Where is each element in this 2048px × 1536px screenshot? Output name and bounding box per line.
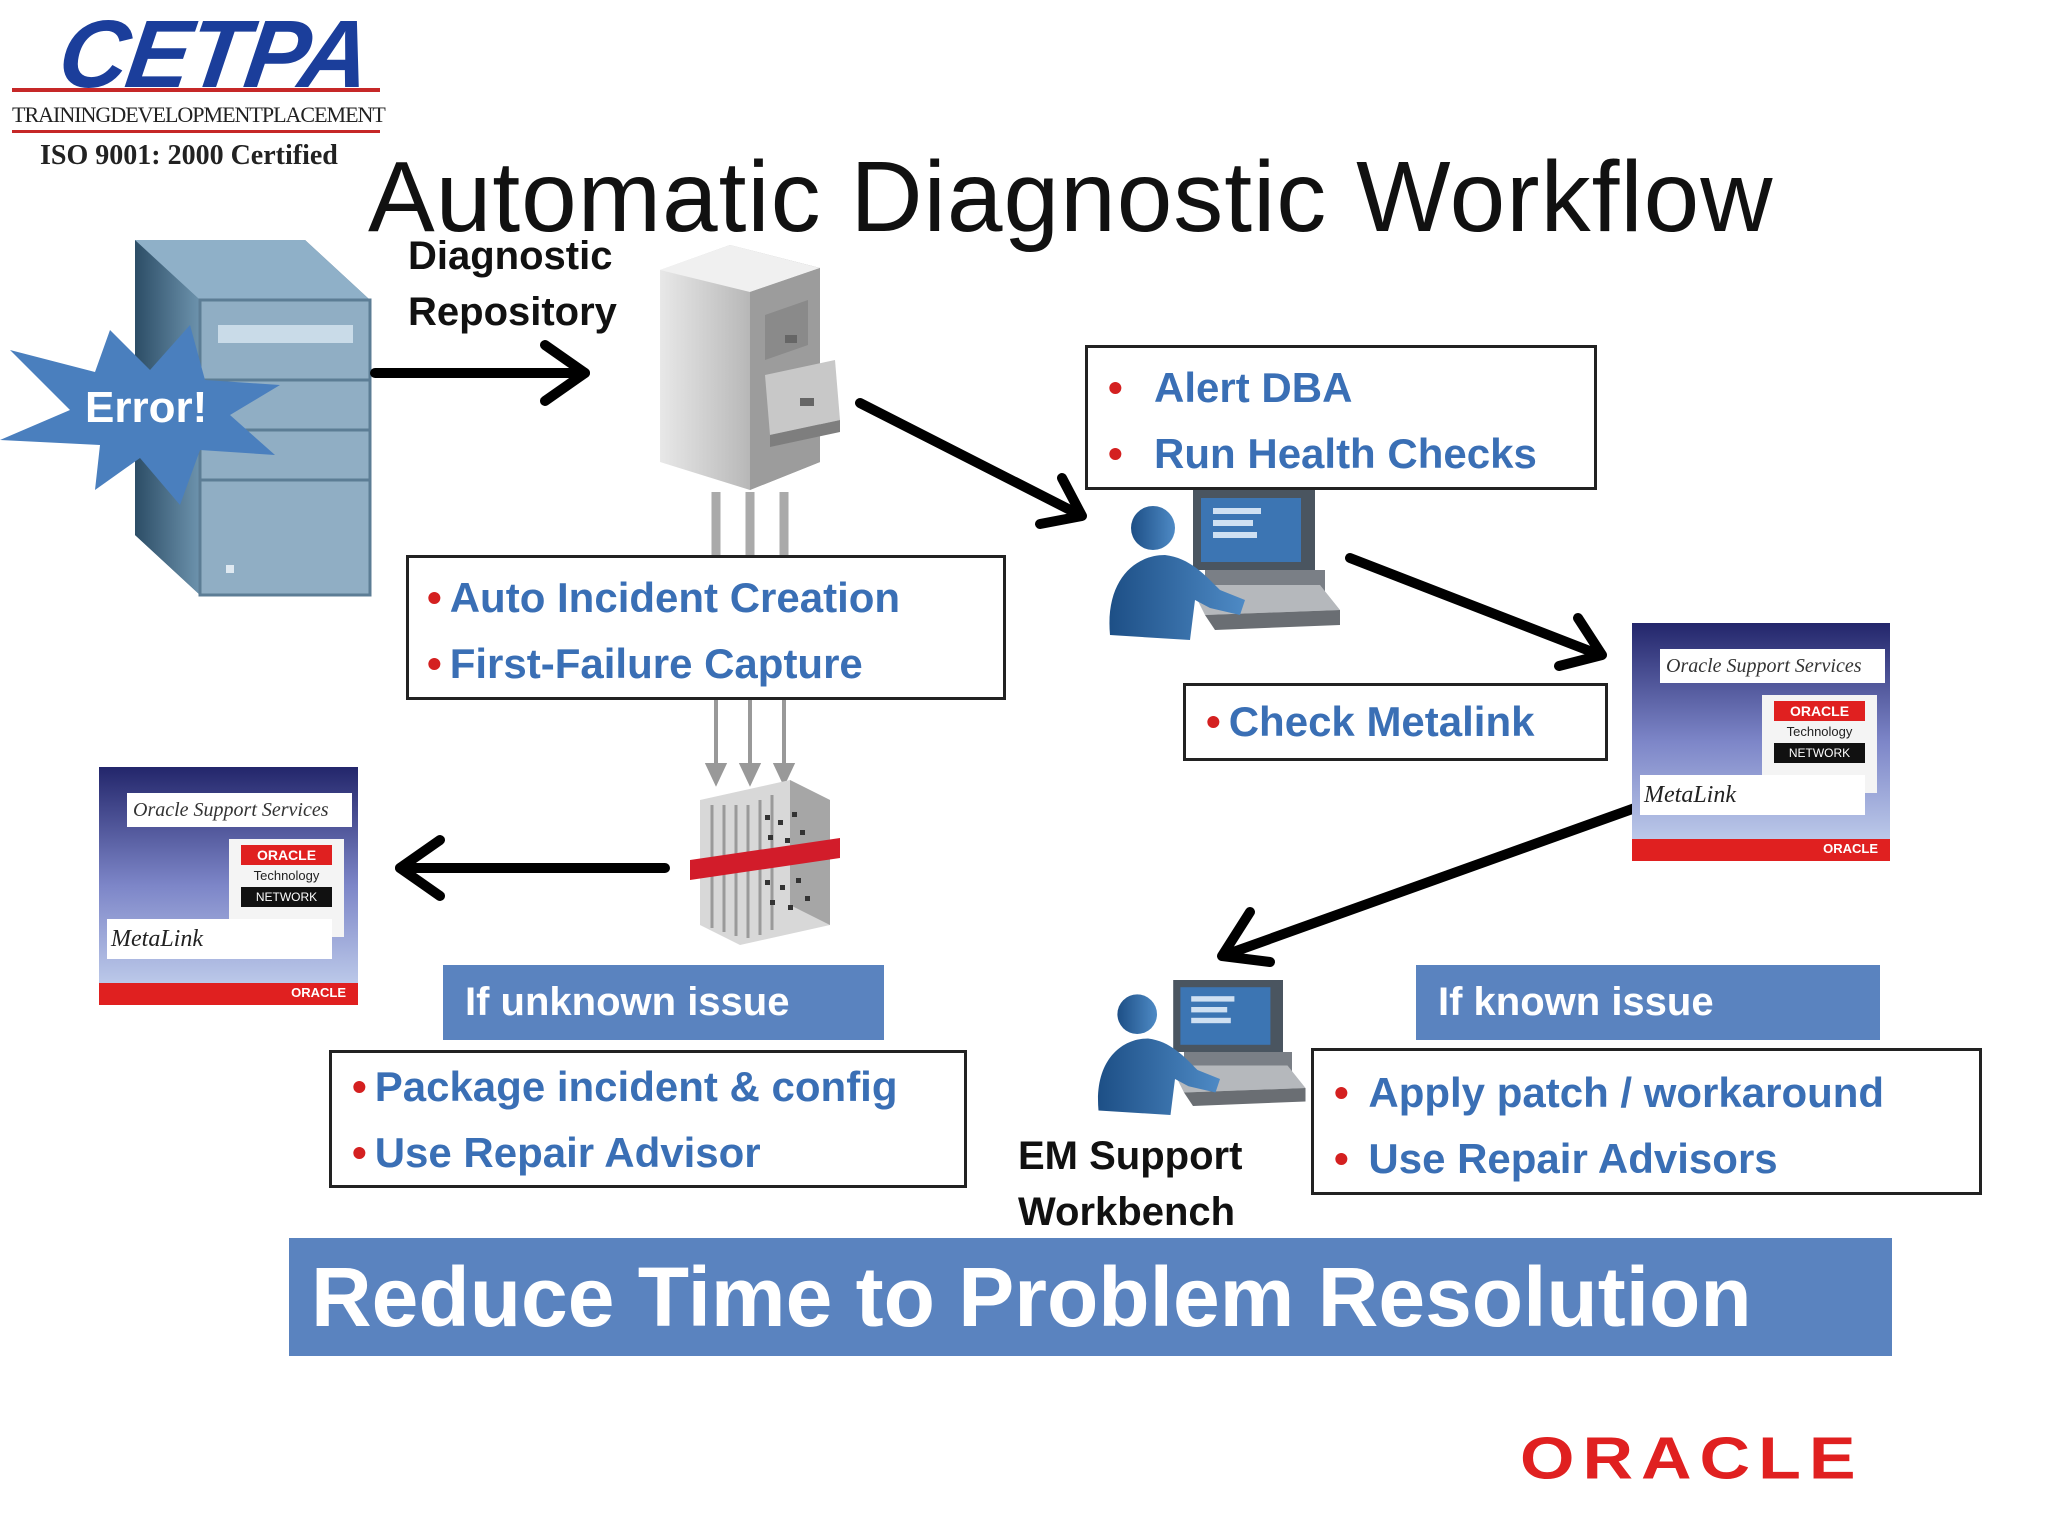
known-issue-item-text: Apply patch / workaround — [1368, 1069, 1885, 1116]
workbench-label: EM Support Workbench — [1018, 1128, 1242, 1240]
known-issue-box: • Apply patch / workaround • Use Repair … — [1311, 1048, 1982, 1195]
card-footer-text: ORACLE — [1823, 841, 1878, 856]
error-label: Error! — [85, 383, 208, 432]
logo-divider-bottom — [12, 130, 380, 133]
repository-label: Diagnostic Repository — [408, 228, 617, 340]
unknown-issue-heading: If unknown issue — [443, 965, 884, 1040]
card-line2: NETWORK — [1774, 743, 1865, 763]
bullet-icon: • — [1334, 1135, 1361, 1182]
repository-connectors — [711, 492, 789, 557]
metalink-card-left: Oracle Support Services ORACLE Technolog… — [99, 767, 358, 1005]
alert-item-text: Alert DBA — [1154, 364, 1353, 411]
arrow-repository-to-dba — [855, 398, 1087, 529]
card-brand: ORACLE — [241, 845, 332, 865]
known-issue-item-text: Use Repair Advisors — [1368, 1135, 1778, 1182]
card-footer-text: ORACLE — [291, 985, 346, 1000]
card-header: Oracle Support Services — [127, 793, 352, 827]
logo-certification: ISO 9001: 2000 Certified — [40, 140, 338, 171]
unknown-issue-item: •Package incident & config — [352, 1063, 898, 1111]
error-burst-icon — [0, 325, 280, 505]
workbench-label-line1: EM Support — [1018, 1134, 1243, 1178]
card-line1: Technology — [1786, 724, 1853, 739]
card-brand: ORACLE — [1774, 701, 1865, 721]
repository-label-line1: Diagnostic — [408, 234, 613, 278]
known-issue-item: • Apply patch / workaround — [1334, 1069, 1884, 1117]
metalink-item: •Check Metalink — [1206, 698, 1535, 746]
unknown-issue-item: •Use Repair Advisor — [352, 1129, 761, 1177]
dba-workstation-icon — [1109, 490, 1340, 640]
oracle-logo: ORACLE — [1520, 1424, 1864, 1492]
unknown-issue-item-text: Package incident & config — [374, 1063, 898, 1110]
alert-item: • Alert DBA — [1108, 364, 1352, 412]
card-line1: Technology — [253, 868, 320, 883]
bullet-icon: • — [427, 640, 442, 687]
resolution-banner: Reduce Time to Problem Resolution — [289, 1238, 1892, 1356]
card-header: Oracle Support Services — [1660, 649, 1885, 683]
arrow-metalink-to-workbench — [1217, 803, 1640, 967]
alert-box: • Alert DBA • Run Health Checks — [1085, 345, 1597, 490]
card-product: MetaLink — [1640, 775, 1865, 815]
incident-connectors — [704, 700, 796, 787]
metalink-card-right: Oracle Support Services ORACLE Technolog… — [1632, 623, 1890, 861]
arrow-dba-to-metalink — [1345, 553, 1607, 671]
card-product: MetaLink — [107, 919, 332, 959]
logo-divider — [12, 88, 380, 92]
bullet-icon: • — [1334, 1069, 1361, 1116]
cetpa-logo: CETPA — [52, 1, 376, 108]
arrow-to-unknown-metalink — [395, 835, 670, 901]
bullet-icon: • — [1108, 364, 1147, 411]
unknown-issue-box: •Package incident & config •Use Repair A… — [329, 1050, 967, 1188]
incident-item-text: Auto Incident Creation — [449, 574, 901, 621]
known-issue-heading: If known issue — [1416, 965, 1880, 1040]
bullet-icon: • — [352, 1063, 367, 1110]
bullet-icon: • — [352, 1129, 367, 1176]
unknown-issue-item-text: Use Repair Advisor — [374, 1129, 761, 1176]
incident-item: •Auto Incident Creation — [427, 574, 900, 622]
workbench-label-line2: Workbench — [1018, 1190, 1236, 1234]
alert-item: • Run Health Checks — [1108, 430, 1537, 478]
alert-item-text: Run Health Checks — [1154, 430, 1537, 477]
metalink-box: •Check Metalink — [1183, 683, 1608, 761]
page-title: Automatic Diagnostic Workflow — [368, 141, 1774, 253]
incident-item-text: First-Failure Capture — [449, 640, 863, 687]
repository-label-line2: Repository — [408, 290, 617, 334]
known-issue-item: • Use Repair Advisors — [1334, 1135, 1778, 1183]
bullet-icon: • — [1108, 430, 1147, 477]
metalink-item-text: Check Metalink — [1228, 698, 1535, 745]
card-line2: NETWORK — [241, 887, 332, 907]
workbench-workstation-icon — [1098, 980, 1306, 1115]
card-footer: ORACLE — [99, 983, 358, 1005]
incident-package-icon — [690, 780, 840, 945]
arrow-server-to-repository — [370, 340, 590, 406]
bullet-icon: • — [1206, 698, 1221, 745]
bullet-icon: • — [427, 574, 442, 621]
logo-tagline: TRAININGDEVELOPMENTPLACEMENT — [12, 102, 386, 127]
filing-cabinet-icon — [660, 245, 840, 490]
card-footer: ORACLE — [1632, 839, 1890, 861]
incident-item: •First-Failure Capture — [427, 640, 863, 688]
incident-box: •Auto Incident Creation •First-Failure C… — [406, 555, 1006, 700]
